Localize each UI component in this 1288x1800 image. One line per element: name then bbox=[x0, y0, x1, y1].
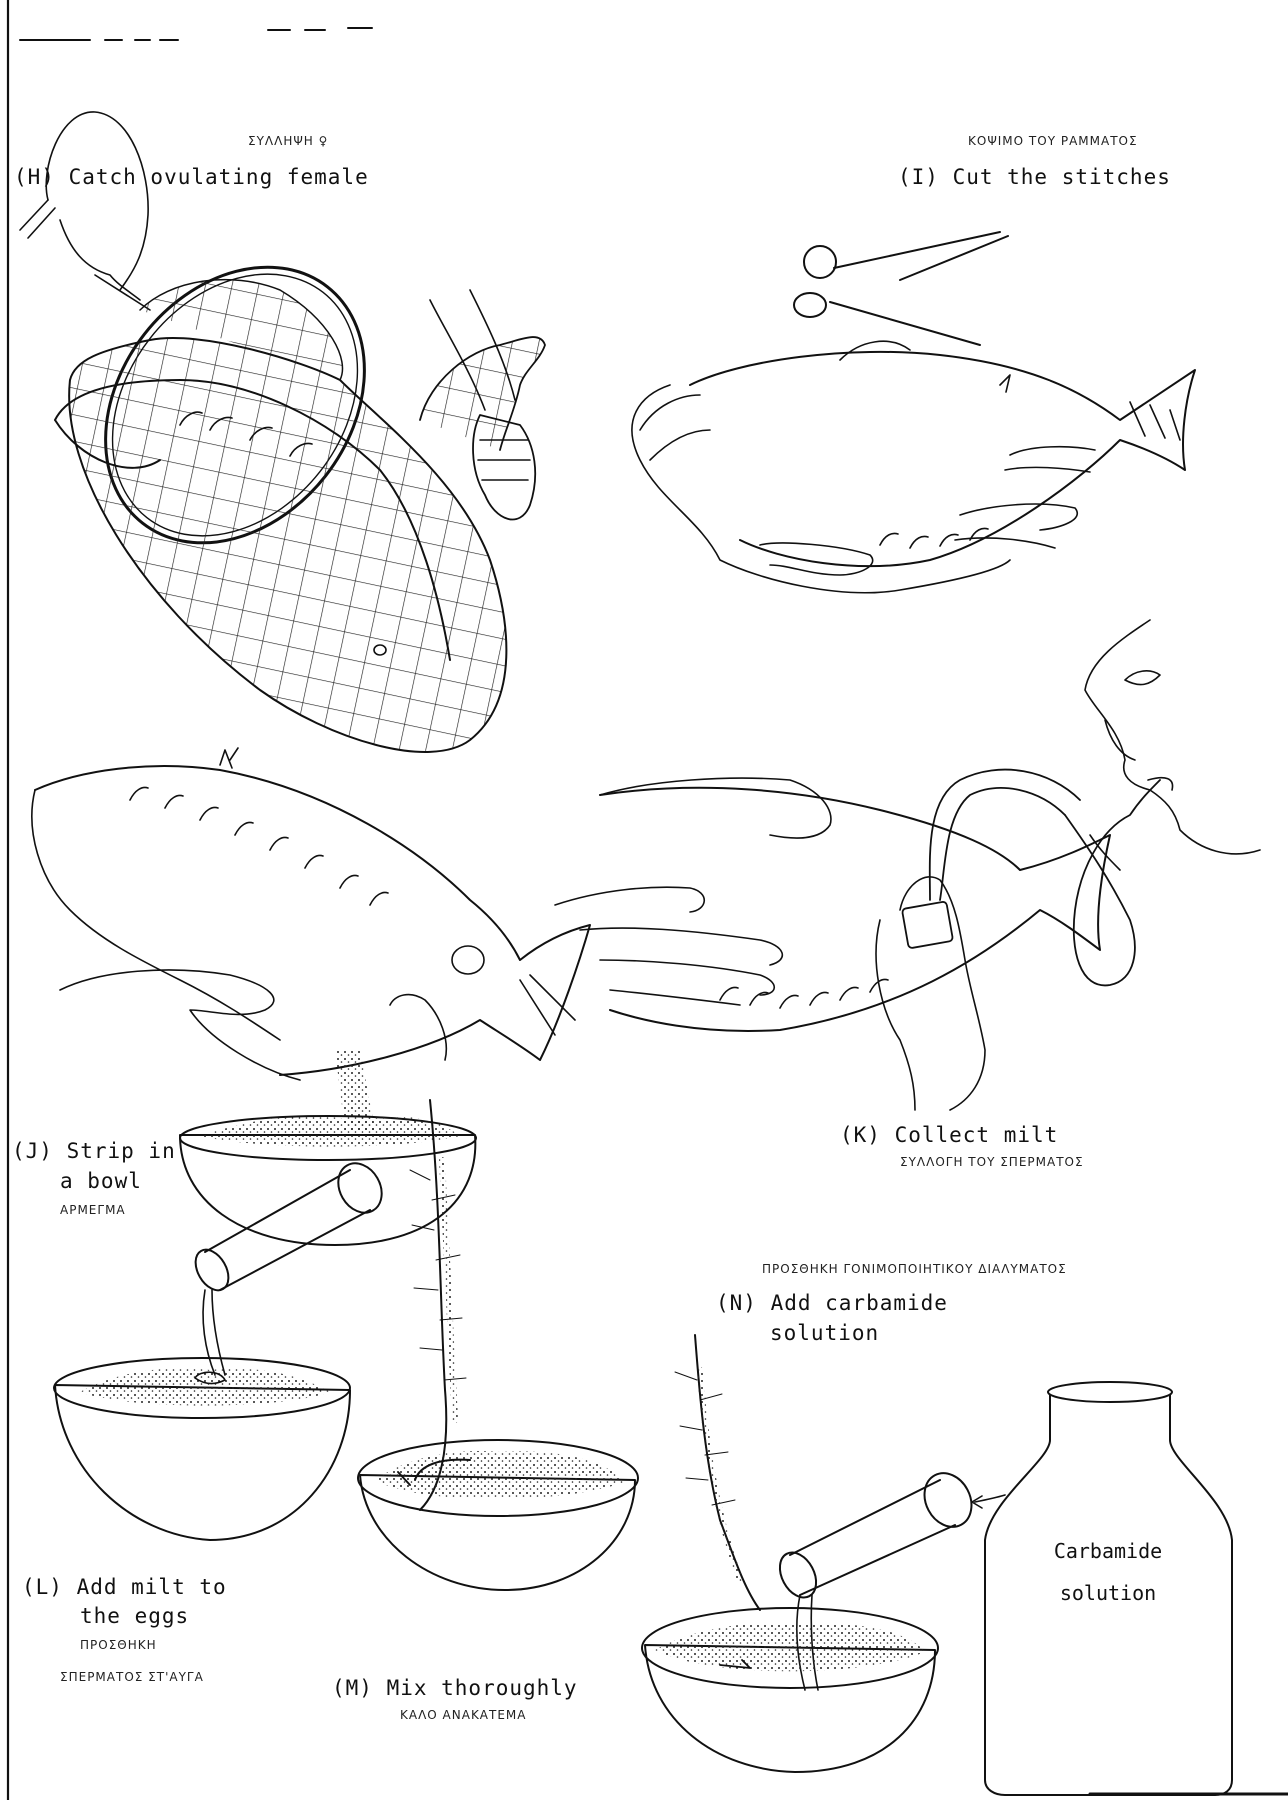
bottle-label-line1: Carbamide bbox=[1018, 1530, 1198, 1572]
panel-k-drawing bbox=[555, 620, 1260, 1110]
panel-h-drawing bbox=[20, 112, 545, 752]
panel-m-drawing bbox=[358, 1100, 638, 1590]
panel-l-caption-line2: the eggs bbox=[80, 1603, 189, 1630]
panel-h-greek-label: ΣΥΛΛΗΨΗ ♀ bbox=[248, 134, 328, 148]
panel-i-greek-label: ΚΟΨΙΜΟ ΤΟΥ ΡΑΜΜΑΤΟΣ bbox=[968, 134, 1138, 148]
panel-k-caption: (K) Collect milt bbox=[840, 1122, 1058, 1149]
panel-i-caption: (I) Cut the stitches bbox=[898, 164, 1171, 191]
panel-m-caption: (M) Mix thoroughly bbox=[332, 1675, 578, 1702]
panel-m-greek-label: ΚΑΛΟ ΑΝΑΚΑΤΕΜΑ bbox=[400, 1708, 527, 1722]
panel-j-caption-line2: a bowl bbox=[60, 1168, 142, 1195]
panel-l-caption-line1: (L) Add milt to bbox=[22, 1574, 227, 1601]
panel-j-greek-label: ΑΡΜΕΓΜΑ bbox=[60, 1203, 126, 1217]
bottle-label-line2: solution bbox=[1018, 1572, 1198, 1614]
panel-l-greek-line2: ΣΠΕΡΜΑΤΟΣ ΣΤ'ΑΥΓΑ bbox=[60, 1670, 204, 1684]
panel-k-greek-label: ΣΥΛΛΟΓΗ ΤΟΥ ΣΠΕΡΜΑΤΟΣ bbox=[900, 1155, 1084, 1169]
panel-j-caption-line1: (J) Strip in bbox=[12, 1138, 176, 1165]
panel-n-caption-line2: solution bbox=[770, 1320, 879, 1347]
panel-l-greek-line1: ΠΡΟΣΘΗΚΗ bbox=[80, 1638, 157, 1652]
panel-h-caption: (H) Catch ovulating female bbox=[14, 164, 369, 191]
panel-n-greek-label: ΠΡΟΣΘΗΚΗ ΓΟΝΙΜΟΠΟΙΗΤΙΚΟΥ ΔΙΑΛΥΜΑΤΟΣ bbox=[762, 1262, 1067, 1276]
panel-i-drawing bbox=[632, 232, 1195, 593]
panel-n-caption-line1: (N) Add carbamide bbox=[716, 1290, 948, 1317]
